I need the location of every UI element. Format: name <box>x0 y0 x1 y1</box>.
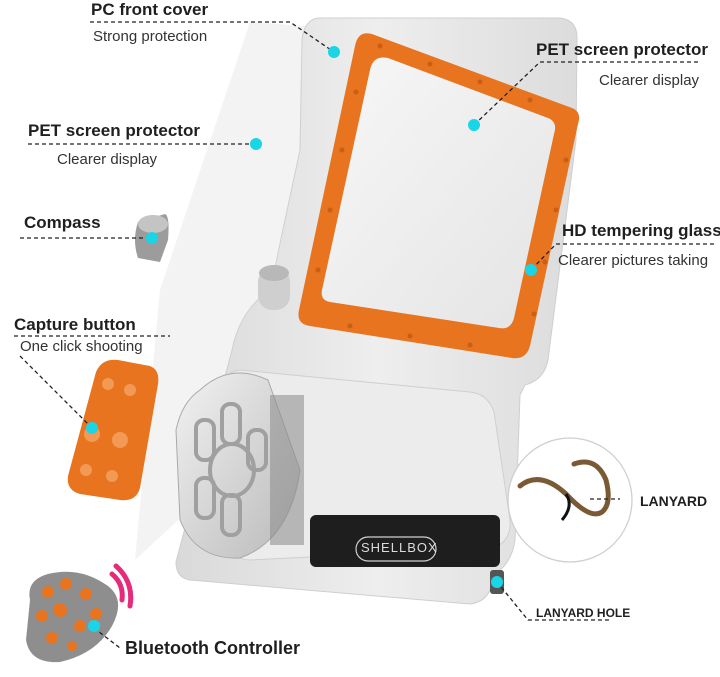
lanyard-hole-title: LANYARD HOLE <box>536 606 631 620</box>
compass-title: Compass <box>24 213 101 232</box>
lanyard-inset <box>507 437 633 563</box>
capture-button-part <box>67 359 159 501</box>
bluetooth-controller-part <box>26 563 134 663</box>
pc-front-cover-subtitle: Strong protection <box>93 28 208 45</box>
callout-markers <box>86 46 537 632</box>
lens-housing <box>175 369 511 567</box>
capture-button-title: Capture button <box>14 315 136 334</box>
hd-glass-title: HD tempering glass <box>562 221 720 240</box>
pc-front-cover-title: PC front cover <box>91 0 209 19</box>
capture-button-subtitle: One click shooting <box>20 338 143 355</box>
hd-glass-frame <box>298 33 580 359</box>
lanyard-title: LANYARD <box>640 493 708 509</box>
leader-lines <box>14 21 714 649</box>
pet-screen-left-subtitle: Clearer display <box>57 151 158 168</box>
hd-glass-subtitle: Clearer pictures taking <box>558 252 709 269</box>
pet-screen-right-subtitle: Clearer display <box>599 72 700 89</box>
bluetooth-controller-title: Bluetooth Controller <box>125 638 300 658</box>
pet-screen-right-title: PET screen protector <box>536 40 708 59</box>
pet-screen-left-title: PET screen protector <box>28 121 200 140</box>
brand-text: SHELLBOX <box>361 540 438 555</box>
